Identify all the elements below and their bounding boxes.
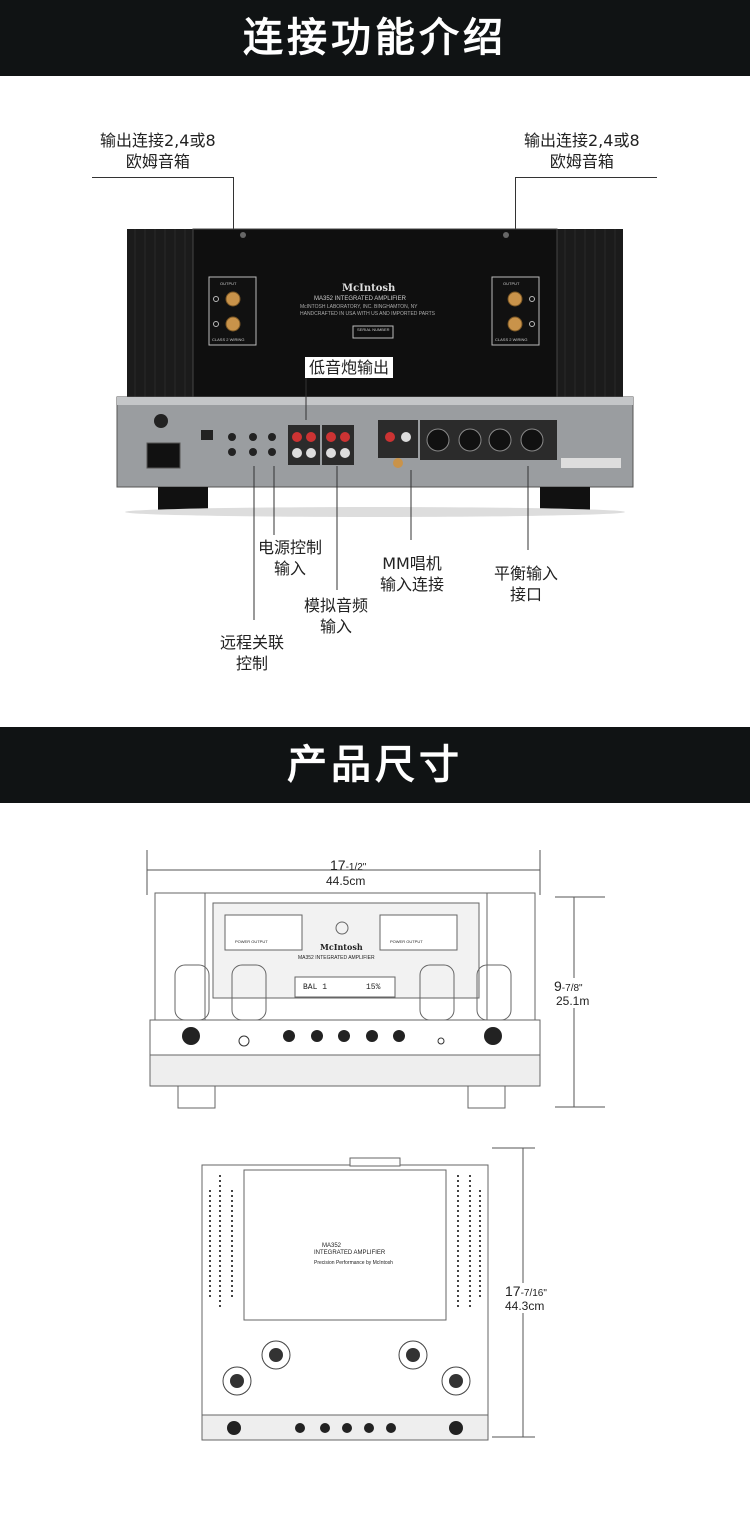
callout-analog-line1: 模拟音频 xyxy=(304,596,369,615)
front-view-illustration xyxy=(146,850,605,1109)
front-display-input: BAL 1 xyxy=(303,983,328,992)
callout-output-right: 输出连接2,4或8 欧姆音箱 xyxy=(524,130,640,172)
callout-mm-phono-line2: 输入连接 xyxy=(380,575,445,594)
front-meter-label-right: POWER OUTPUT xyxy=(390,939,423,944)
callout-output-right-line2: 欧姆音箱 xyxy=(549,152,614,171)
height-inches: 9 xyxy=(554,978,562,994)
top-model: MA352 xyxy=(322,1243,342,1249)
panel-handcrafted: HANDCRAFTED IN USA WITH US AND IMPORTED … xyxy=(300,311,436,317)
callout-output-left-line1: 输出连接2,4或8 xyxy=(100,131,216,150)
callout-mm-phono: MM唱机 输入连接 xyxy=(380,553,444,595)
width-label: 17-1/2" xyxy=(330,857,366,873)
panel-output-left: OUTPUT xyxy=(220,281,237,286)
panel-wiring-right: CLASS 2 WIRING xyxy=(495,337,528,342)
top-view-illustration xyxy=(201,1147,535,1441)
panel-brand: McIntosh xyxy=(342,283,396,294)
front-meter-label-left: POWER OUTPUT xyxy=(235,939,268,944)
top-tagline: Precision Performance by McIntosh xyxy=(314,1260,393,1266)
callout-output-left-line2: 欧姆音箱 xyxy=(125,152,190,171)
depth-fraction: -7/16" xyxy=(520,1288,547,1299)
callout-balanced: 平衡输入 接口 xyxy=(494,563,558,605)
width-fraction: -1/2" xyxy=(345,862,367,873)
callout-power-control-line1: 电源控制 xyxy=(258,538,323,557)
height-fraction: -7/8" xyxy=(561,983,583,994)
callout-analog: 模拟音频 输入 xyxy=(304,595,368,637)
callout-output-right-line1: 输出连接2,4或8 xyxy=(524,131,640,150)
panel-output-right: OUTPUT xyxy=(503,281,520,286)
connections-section-title: 连接功能介绍 xyxy=(0,0,750,76)
callout-power-control: 电源控制 输入 xyxy=(258,537,322,579)
width-cm: 44.5cm xyxy=(326,874,366,888)
depth-cm: 44.3cm xyxy=(505,1299,545,1313)
depth-inches: 17 xyxy=(505,1283,521,1299)
callout-power-control-line2: 输入 xyxy=(274,559,307,578)
top-subtitle: INTEGRATED AMPLIFIER xyxy=(314,1250,386,1256)
panel-model: MA352 INTEGRATED AMPLIFIER xyxy=(314,296,406,302)
width-inches: 17 xyxy=(330,857,346,873)
front-model: MA352 INTEGRATED AMPLIFIER xyxy=(298,955,375,961)
callout-analog-line2: 输入 xyxy=(320,617,353,636)
callout-mm-phono-line1: MM唱机 xyxy=(382,554,442,573)
callout-remote-line1: 远程关联 xyxy=(220,633,285,652)
callout-output-left: 输出连接2,4或8 欧姆音箱 xyxy=(100,130,216,172)
callout-remote-line2: 控制 xyxy=(236,654,269,673)
callout-subwoofer: 低音炮输出 xyxy=(305,357,394,378)
panel-wiring-left: CLASS 2 WIRING xyxy=(212,337,245,342)
callout-balanced-line1: 平衡输入 xyxy=(494,564,559,583)
depth-label: 17-7/16" xyxy=(505,1283,547,1299)
dimensions-section-title: 产品尺寸 xyxy=(0,727,750,803)
panel-maker: McINTOSH LABORATORY, INC. BINGHAMTON, NY xyxy=(300,304,418,310)
callout-remote: 远程关联 控制 xyxy=(220,632,284,674)
rear-panel-illustration xyxy=(116,228,634,620)
front-brand: McIntosh xyxy=(320,942,363,952)
height-label: 9-7/8" xyxy=(554,978,583,994)
height-cm: 25.1m xyxy=(556,994,590,1008)
callout-balanced-line2: 接口 xyxy=(510,585,543,604)
panel-serial: SERIAL NUMBER xyxy=(357,327,390,332)
front-display-volume: 15% xyxy=(366,983,381,992)
